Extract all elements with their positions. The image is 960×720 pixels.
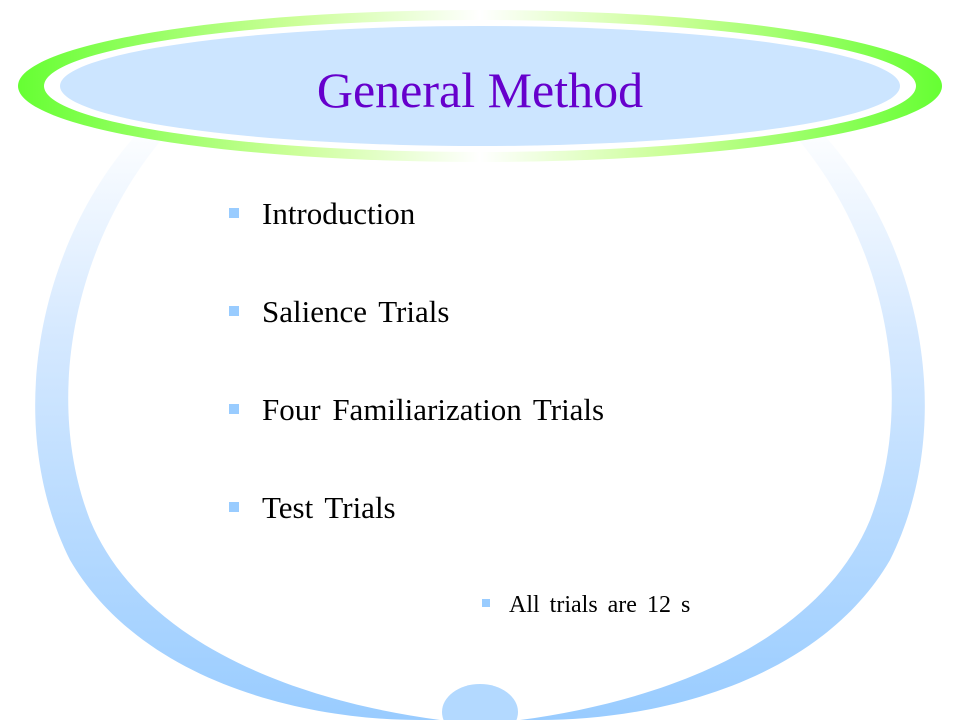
sub-bullet-item-trial-duration: All trials are 12 s [482,589,690,621]
bullet-item-introduction: Introduction [229,194,415,234]
bottom-bubble-shape [442,684,518,720]
bullet-item-test-trials: Test Trials [229,488,396,528]
bullet-text: Four Familiarization Trials [262,392,605,427]
bullet-text: Salience Trials [262,294,450,329]
bullet-item-familiarization-trials: Four Familiarization Trials [229,390,604,430]
square-bullet-icon [482,599,490,608]
square-bullet-icon [229,501,239,512]
square-bullet-icon [229,403,239,414]
sub-bullet-text: All trials are 12 s [509,592,691,618]
square-bullet-icon [229,207,239,218]
bullet-item-salience-trials: Salience Trials [229,292,449,332]
square-bullet-icon [229,305,239,316]
title-oval-fill [60,26,900,146]
slide-title: General Method [316,62,644,118]
bullet-text: Introduction [262,196,416,231]
bullet-text: Test Trials [262,490,396,525]
